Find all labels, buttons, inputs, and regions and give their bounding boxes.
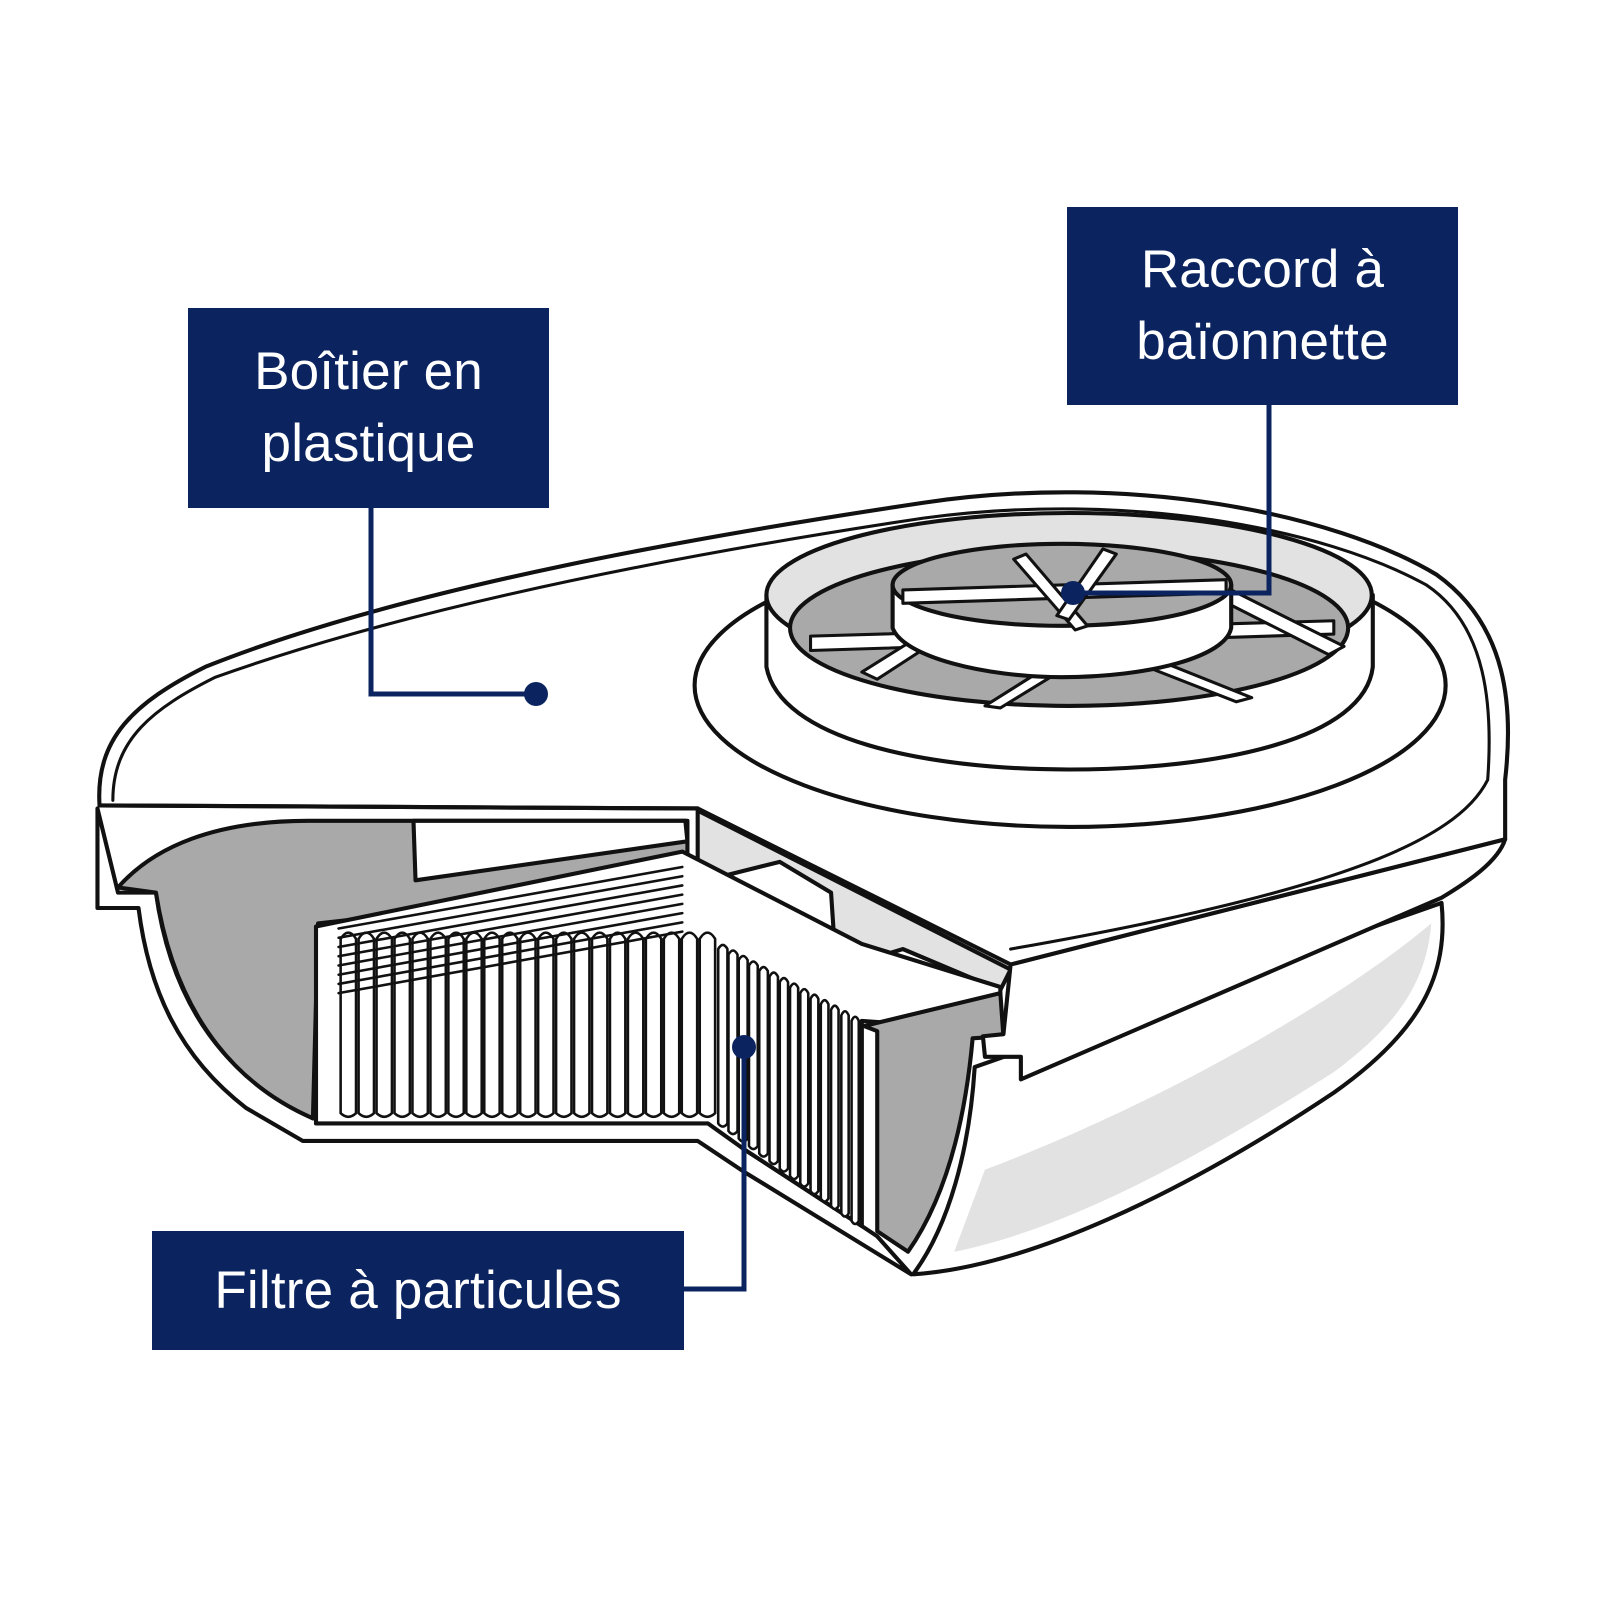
filter-pleat [840,1010,850,1218]
label-housing-line1: Boîtier en [254,342,483,401]
filter-pleat [644,931,663,1119]
filter-pleat [375,931,394,1119]
filter-pleat-edge [337,902,684,967]
filter-pleat-edge [337,921,684,986]
filter-pleat [626,931,645,1119]
label-bayonet-line2: baïonnette [1136,312,1389,371]
filter-pleat [768,971,780,1166]
housing-side-band [980,837,1508,1082]
filter-dot [732,1035,756,1059]
filter-pleat-edge [337,865,684,930]
filter-pleat [850,1015,861,1226]
filter-pleat [339,931,358,1119]
filter-pleat-edge [337,911,684,976]
filter-pleat [662,931,681,1119]
filter-pleat [572,931,591,1119]
filter-pleat [798,987,810,1188]
housing-dot [524,682,548,706]
filter-pleat [819,998,830,1203]
label-housing: Boîtier en plastique [188,308,549,508]
label-housing-line2: plastique [261,414,476,473]
label-filter: Filtre à particules [152,1231,684,1350]
filter-pleat [716,943,729,1128]
filter-pleat [608,931,627,1119]
right-cavity [861,991,1006,1254]
leader-bayonet [1073,405,1272,596]
filter-pleat [778,976,790,1173]
filter-pleat [554,931,573,1119]
filter-pleat [680,931,699,1119]
filter-pleat [829,1004,840,1211]
filter-pleats [337,865,861,1226]
filter-pleat [536,931,555,1119]
filter-pleat-edge [337,884,684,949]
label-filter-line1: Filtre à particules [214,1260,622,1320]
filter-pleat [757,965,770,1158]
filter-pleat [747,960,760,1151]
bayonet-dot [1061,581,1085,605]
filter-pleat-edge [337,930,684,995]
filter-pleat [788,982,800,1181]
leader-filter [684,1047,747,1292]
filter-pleat [698,931,717,1119]
leader-lines [368,405,1272,1292]
filter-pleat [809,993,820,1196]
filter-pleat-edge [337,874,684,940]
leader-housing [368,508,536,697]
filter-pleat [590,931,609,1119]
label-bayonet-line1: Raccord à [1140,240,1385,299]
filter-pleat [429,931,448,1119]
filter-pleat [447,931,466,1119]
label-bayonet: Raccord à baïonnette [1067,207,1458,405]
filter-pleat-edge [337,893,684,958]
filter-pleat [482,931,501,1119]
filter-pleat [393,931,412,1119]
